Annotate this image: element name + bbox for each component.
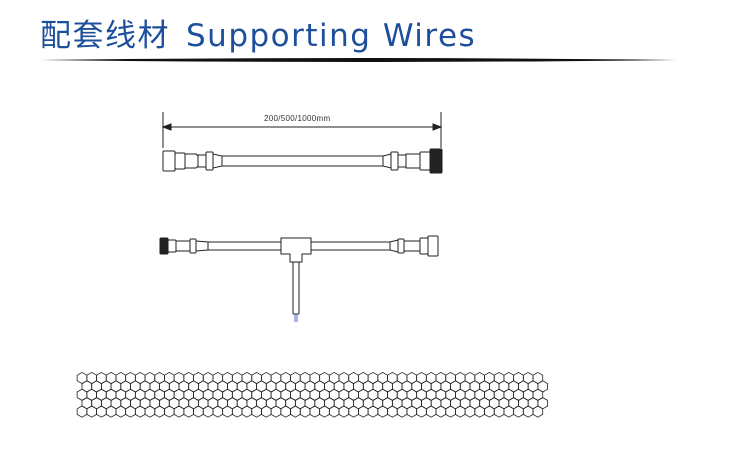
- length-dimension-label: 200/500/1000mm: [264, 114, 331, 123]
- page-title-cn: 配套线材: [40, 18, 170, 54]
- page-title: 配套线材 Supporting Wires: [40, 10, 476, 55]
- t-junction-body: [280, 237, 312, 263]
- t-splitter-cable: [159, 235, 439, 322]
- page-title-en: Supporting Wires: [186, 18, 477, 54]
- t-connector-right: [389, 235, 439, 257]
- mesh-cell: [532, 405, 544, 418]
- connector-right: [382, 148, 443, 174]
- straight-extension-cable: [161, 112, 443, 174]
- dimension-arrow-left: [161, 123, 172, 131]
- connector-left: [162, 150, 223, 172]
- dimension-arrow-right: [432, 123, 443, 131]
- t-connector-left: [159, 237, 209, 255]
- braided-sleeve-mesh: [76, 371, 548, 418]
